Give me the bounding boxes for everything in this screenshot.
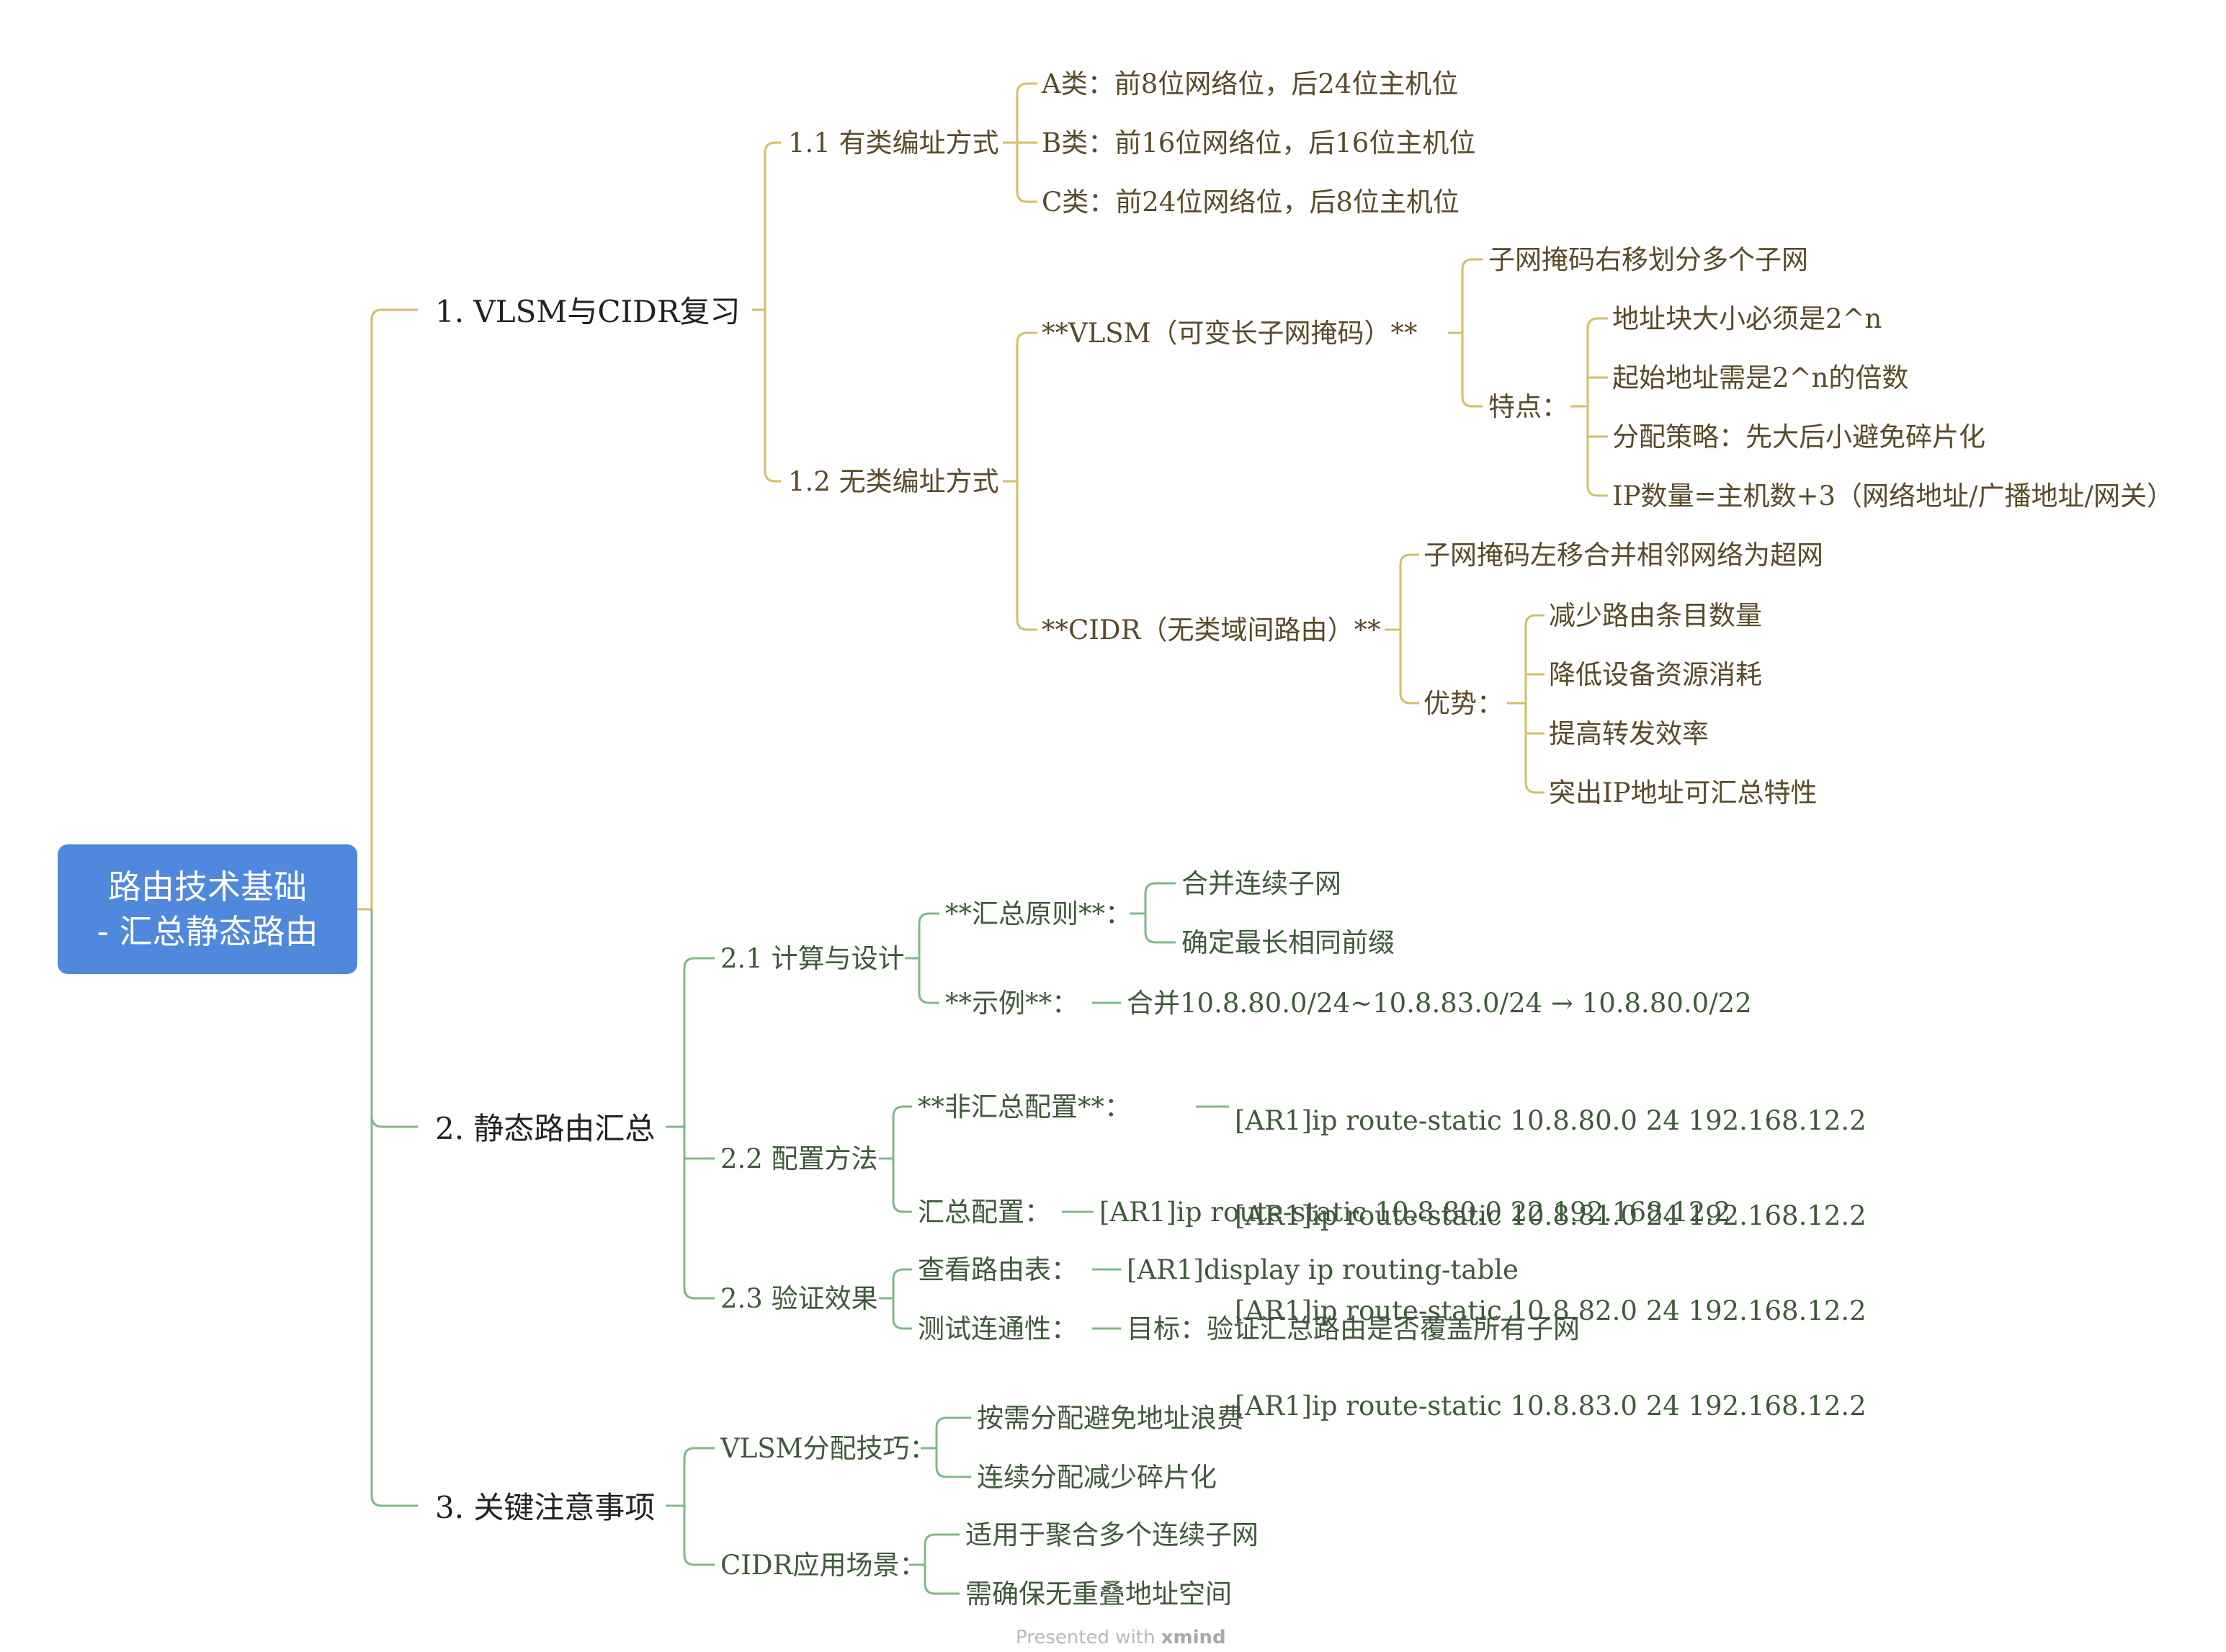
topic-non-summary-config[interactable]: **非汇总配置**：: [918, 1091, 1131, 1122]
topic-config-method[interactable]: 2.2 配置方法: [720, 1143, 878, 1174]
topic-cidr-scenario[interactable]: 适用于聚合多个连续子网: [965, 1519, 1259, 1550]
footer-prefix: Presented with: [1016, 1627, 1161, 1648]
connector-line: [1524, 614, 1545, 626]
command-line: [AR1]ip route-static 10.8.81.0 24 192.16…: [1235, 1200, 1867, 1231]
topic-view-routing-table[interactable]: 查看路由表：: [918, 1254, 1078, 1285]
topic-test-connectivity[interactable]: 测试连通性：: [918, 1313, 1078, 1344]
connector-line: [683, 957, 715, 969]
topic-test-goal[interactable]: 目标：验证汇总路由是否覆盖所有子网: [1127, 1313, 1580, 1344]
topic-vlsm-features[interactable]: 特点：: [1488, 391, 1568, 422]
connector-line: [683, 1554, 715, 1566]
topic-example-value[interactable]: 合并10.8.80.0/24~10.8.83.0/24 → 10.8.80.0/…: [1127, 988, 1752, 1019]
xmind-logo: xmind: [1161, 1627, 1226, 1648]
command-line: [AR1]ip route-static 10.8.80.0 24 192.16…: [1235, 1105, 1867, 1136]
root-title-line2: - 汇总静态路由: [97, 912, 318, 951]
topic-verify[interactable]: 2.3 验证效果: [720, 1283, 878, 1314]
topic-vlsm-feature[interactable]: 分配策略：先大后小避免碎片化: [1612, 421, 1985, 452]
connector-line: [892, 1201, 912, 1213]
topic-class-a[interactable]: A类：前8位网络位，后24位主机位: [1042, 68, 1459, 99]
topic-vlsm-feature[interactable]: 起始地址需是2^n的倍数: [1612, 362, 1909, 393]
command-line: [AR1]ip route-static 10.8.83.0 24 192.16…: [1235, 1390, 1867, 1421]
topic-cidr-advantage[interactable]: 降低设备资源消耗: [1549, 659, 1762, 690]
topic-cidr-advantages[interactable]: 优势：: [1423, 688, 1503, 719]
topic-principle-item[interactable]: 确定最长相同前缀: [1181, 927, 1395, 958]
command-line: [AR1]ip route-static 10.8.82.0 24 192.16…: [1235, 1295, 1867, 1326]
topic-cidr-scenarios[interactable]: CIDR应用场景：: [720, 1550, 926, 1581]
connector-line: [924, 1583, 960, 1595]
topic-non-summary-commands[interactable]: [AR1]ip route-static 10.8.80.0 24 192.16…: [1235, 1042, 1867, 1454]
presented-with-xmind: Presented with xmind: [1016, 1627, 1226, 1648]
topic-classful-addressing[interactable]: 1.1 有类编址方式: [788, 128, 999, 158]
topic-summary-command[interactable]: [AR1]ip route-static 10.8.80.0 22 192.16…: [1099, 1197, 1731, 1228]
connector-line: [892, 1105, 912, 1117]
branch-vlsm-cidr-review[interactable]: 1. VLSM与CIDR复习: [435, 294, 741, 329]
connector-line: [892, 1268, 912, 1280]
topic-vlsm[interactable]: **VLSM（可变长子网掩码）**: [1042, 318, 1418, 349]
root-title-line1: 路由技术基础: [108, 867, 307, 906]
topic-cidr-advantage[interactable]: 提高转发效率: [1549, 718, 1709, 749]
topic-cidr[interactable]: **CIDR（无类域间路由）**: [1042, 615, 1381, 646]
connector-line: [1016, 619, 1037, 631]
topic-classless-addressing[interactable]: 1.2 无类编址方式: [788, 466, 999, 497]
topic-principle-item[interactable]: 合并连续子网: [1181, 868, 1341, 899]
topic-vlsm-mask-right[interactable]: 子网掩码右移划分多个子网: [1488, 244, 1808, 275]
connector-line: [1524, 782, 1545, 794]
connector-line: [1016, 191, 1037, 203]
connector-line: [1399, 553, 1419, 566]
topic-cidr-advantage[interactable]: 突出IP地址可汇总特性: [1549, 777, 1818, 808]
connector-line: [764, 470, 781, 483]
topic-vlsm-tips[interactable]: VLSM分配技巧：: [720, 1433, 937, 1464]
topic-class-c[interactable]: C类：前24位网络位，后8位主机位: [1042, 187, 1460, 218]
topic-cidr-scenario[interactable]: 需确保无重叠地址空间: [965, 1579, 1232, 1609]
topic-view-command[interactable]: [AR1]display ip routing-table: [1127, 1254, 1519, 1285]
connector-line: [892, 1318, 912, 1330]
topic-vlsm-tip[interactable]: 连续分配减少碎片化: [977, 1462, 1217, 1493]
connector-line: [918, 912, 939, 924]
connector-line: [924, 1533, 960, 1545]
topic-cidr-advantage[interactable]: 减少路由条目数量: [1549, 600, 1762, 631]
connector-line: [370, 909, 418, 1507]
connector-line: [1586, 485, 1608, 497]
connector-line: [370, 909, 418, 1128]
connector-line: [1144, 882, 1176, 894]
connector-line: [683, 1287, 715, 1300]
connector-line: [1399, 692, 1419, 705]
topic-summary-config[interactable]: 汇总配置：: [918, 1197, 1051, 1228]
topic-example[interactable]: **示例**：: [945, 988, 1078, 1019]
connector-line: [764, 141, 781, 153]
root-topic[interactable]: 路由技术基础 - 汇总静态路由: [58, 844, 357, 974]
connector-line: [918, 992, 939, 1004]
topic-vlsm-tip[interactable]: 按需分配避免地址浪费: [977, 1403, 1243, 1434]
connector-line: [683, 1447, 715, 1459]
branch-key-notes[interactable]: 3. 关键注意事项: [435, 1490, 656, 1525]
topic-class-b[interactable]: B类：前16位网络位，后16位主机位: [1042, 128, 1476, 158]
topic-cidr-supernet[interactable]: 子网掩码左移合并相邻网络为超网: [1423, 540, 1823, 571]
connector-line: [935, 1416, 971, 1429]
connector-line: [1586, 317, 1608, 329]
branch-static-route-summary[interactable]: 2. 静态路由汇总: [435, 1111, 656, 1146]
topic-calc-design[interactable]: 2.1 计算与设计: [720, 943, 905, 974]
topic-summary-principle[interactable]: **汇总原则**：: [945, 898, 1132, 929]
connector-line: [1144, 932, 1176, 944]
topic-vlsm-feature[interactable]: IP数量=主机数+3（网络地址/广播地址/网关）: [1612, 481, 2173, 512]
connector-line: [1016, 82, 1037, 94]
connector-line: [935, 1466, 971, 1478]
connector-line: [1016, 331, 1037, 344]
connector-line: [370, 308, 418, 909]
connector-line: [1461, 396, 1483, 408]
connector-line: [1461, 258, 1483, 270]
topic-vlsm-feature[interactable]: 地址块大小必须是2^n: [1612, 303, 1882, 334]
